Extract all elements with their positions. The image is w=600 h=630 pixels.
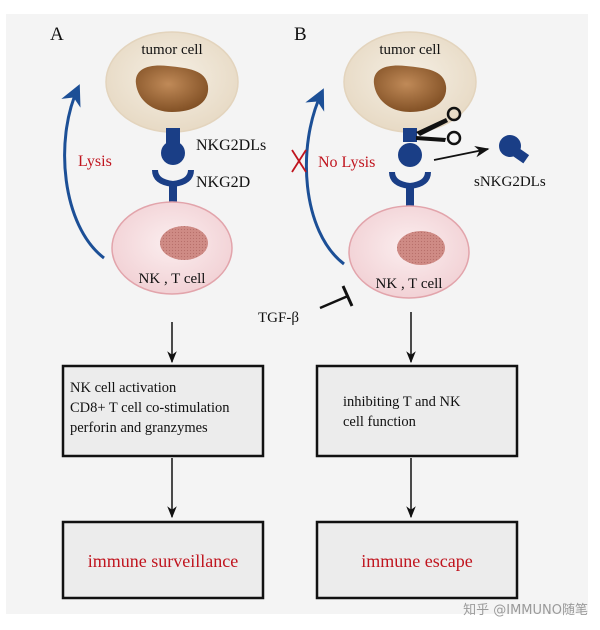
box-b-line-2: cell function bbox=[343, 414, 417, 430]
box-a-line-1: NK cell activation bbox=[70, 380, 177, 396]
panel-a-letter: A bbox=[50, 24, 64, 45]
nk-cell-b-label: NK , T cell bbox=[376, 276, 443, 292]
outcome-box-b bbox=[315, 520, 519, 600]
outcome-box-a bbox=[61, 520, 265, 600]
no-lysis-label: No Lysis bbox=[318, 154, 375, 171]
nk-nucleus-b bbox=[397, 231, 445, 265]
panel-b: B tumor cell sNKG2DLs bbox=[258, 24, 546, 600]
box-a-line-2: CD8+ T cell co-stimulation bbox=[70, 400, 230, 416]
shedding-arrow bbox=[433, 145, 490, 161]
tumor-cell-a-label: tumor cell bbox=[141, 42, 202, 58]
tumor-cell-b-label: tumor cell bbox=[379, 42, 440, 58]
panel-b-letter: B bbox=[294, 24, 307, 45]
soluble-nkg2dl-icon bbox=[499, 135, 530, 164]
tumor-nucleus-b bbox=[373, 65, 447, 112]
figure-background bbox=[6, 14, 588, 614]
no-lysis-arrow bbox=[304, 88, 345, 266]
panel-a: A tumor cell NKG2DLs NKG2D NK , T cell L… bbox=[50, 24, 266, 600]
red-cross-mark bbox=[291, 149, 307, 173]
cleaved-ligand-b bbox=[398, 128, 422, 167]
lysis-label: Lysis bbox=[78, 153, 112, 170]
nk-cell-a-label: NK , T cell bbox=[139, 271, 206, 287]
outcome-a-label: immune surveillance bbox=[88, 551, 238, 571]
scissors-icon bbox=[416, 106, 462, 146]
outcome-b-label: immune escape bbox=[361, 551, 472, 571]
box-b-line-1: inhibiting T and NK bbox=[343, 394, 461, 410]
tgf-beta-label: TGF-β bbox=[258, 310, 299, 326]
inhibition-arrow bbox=[319, 285, 354, 310]
nkg2d-receptor-b bbox=[389, 171, 431, 208]
nkg2dls-label: NKG2DLs bbox=[196, 137, 266, 154]
box-a-line-3: perforin and granzymes bbox=[70, 420, 208, 436]
lysis-arrow bbox=[61, 84, 105, 260]
nkg2dl-ligand-a bbox=[161, 128, 185, 165]
watermark: 知乎 @IMMUNO随笔 bbox=[463, 602, 588, 618]
mechanism-box-b bbox=[315, 364, 519, 458]
mechanism-box-a bbox=[61, 364, 265, 458]
nkg2d-label: NKG2D bbox=[196, 174, 250, 191]
nk-nucleus-a bbox=[160, 226, 208, 260]
tumor-nucleus-a bbox=[135, 65, 209, 112]
snkg2dls-label: sNKG2DLs bbox=[474, 174, 546, 190]
nkg2d-receptor-a bbox=[152, 169, 194, 206]
